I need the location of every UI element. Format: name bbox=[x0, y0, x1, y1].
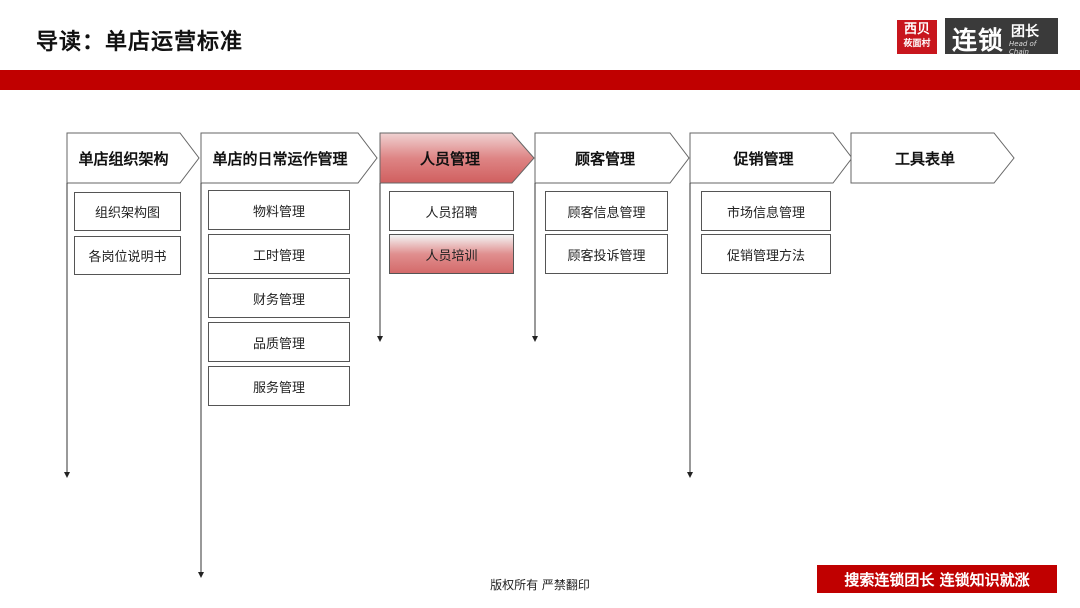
item-materials-management: 物料管理 bbox=[208, 190, 350, 230]
liansuo-tuanzhang-logo: 连锁 团长 Head of Chain bbox=[945, 18, 1058, 56]
item-service-management: 服务管理 bbox=[208, 366, 350, 406]
chevron-daily-operations bbox=[200, 132, 378, 184]
item-promotion-methods: 促销管理方法 bbox=[701, 234, 831, 274]
item-finance-management: 财务管理 bbox=[208, 278, 350, 318]
liansuo-logo-main: 连锁 bbox=[952, 26, 1005, 55]
item-complaint-management: 顾客投诉管理 bbox=[545, 234, 668, 274]
item-recruitment: 人员招聘 bbox=[389, 191, 514, 231]
item-labor-hours-management: 工时管理 bbox=[208, 234, 350, 274]
header-daily-operations: 单店的日常运作管理 bbox=[212, 149, 348, 168]
chevron-staff-management bbox=[379, 132, 535, 184]
item-position-descriptions: 各岗位说明书 bbox=[74, 236, 181, 275]
xibei-logo: 西贝 莜面村 bbox=[897, 20, 937, 54]
copyright-text: 版权所有 严禁翻印 bbox=[490, 578, 590, 592]
timeline-arrow-daily-operations bbox=[198, 183, 204, 578]
item-quality-management: 品质管理 bbox=[208, 322, 350, 362]
chevron-customer-management bbox=[534, 132, 690, 184]
liansuo-logo-sub: 团长 bbox=[1011, 24, 1039, 40]
timeline-arrow-customer-management bbox=[532, 183, 538, 342]
liansuo-logo-en: Head of Chain bbox=[1009, 40, 1037, 56]
page-title: 导读：单店运营标准 bbox=[36, 30, 244, 55]
timeline-arrow-promotion-management bbox=[687, 183, 693, 478]
item-market-info-management: 市场信息管理 bbox=[701, 191, 831, 231]
item-customer-info-management: 顾客信息管理 bbox=[545, 191, 668, 231]
header-promotion-management: 促销管理 bbox=[733, 149, 794, 168]
timeline-arrow-org-structure bbox=[64, 183, 70, 478]
header-staff-management: 人员管理 bbox=[419, 149, 480, 168]
header-customer-management: 顾客管理 bbox=[574, 149, 635, 168]
chevron-promotion-management bbox=[689, 132, 853, 184]
xibei-logo-line1: 西贝 bbox=[903, 22, 930, 37]
xibei-logo-line2: 莜面村 bbox=[903, 39, 931, 49]
item-training-highlighted: 人员培训 bbox=[389, 234, 514, 274]
chevron-org-structure bbox=[66, 132, 200, 184]
header-tools-forms: 工具表单 bbox=[894, 149, 955, 168]
header-org-structure: 单店组织架构 bbox=[78, 149, 169, 168]
timeline-arrow-staff-management bbox=[377, 183, 383, 342]
header-red-bar bbox=[0, 70, 1080, 90]
slogan-banner: 搜索连锁团长 连锁知识就涨 bbox=[817, 565, 1057, 593]
chevron-tools-forms bbox=[850, 132, 1015, 184]
item-org-chart: 组织架构图 bbox=[74, 192, 181, 231]
